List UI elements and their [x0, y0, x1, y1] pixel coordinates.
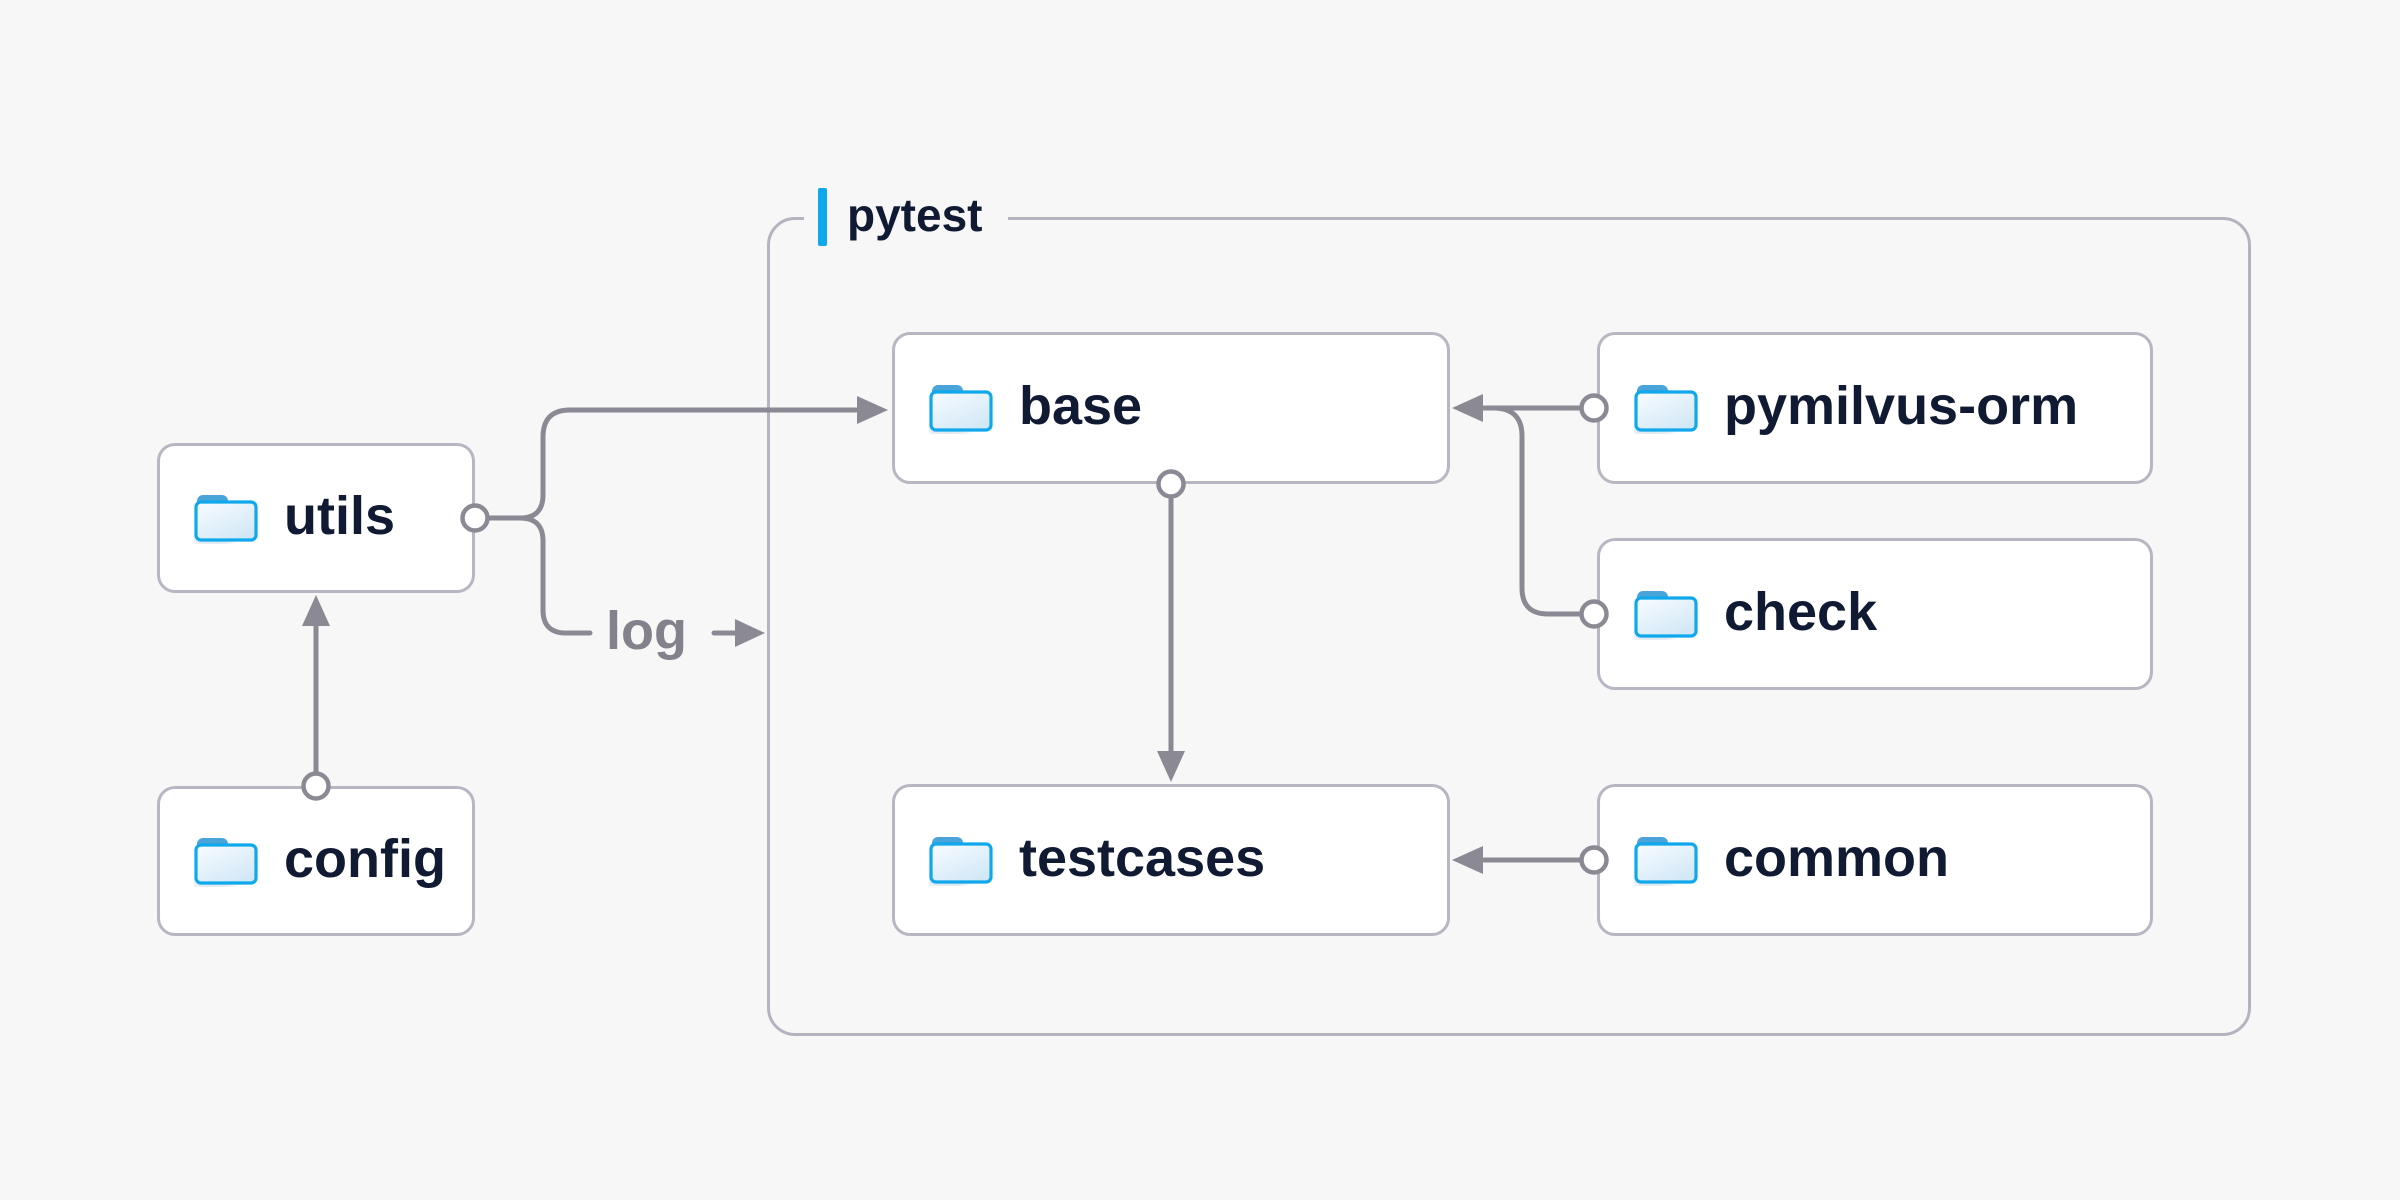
node-label: pymilvus-orm	[1724, 376, 2079, 436]
node-common: common	[1597, 784, 2153, 936]
pytest-group-title: pytest	[847, 189, 983, 241]
node-label: check	[1724, 582, 1878, 642]
folder-icon	[1634, 591, 1698, 640]
folder-icon	[1634, 385, 1698, 434]
folder-icon	[929, 837, 993, 886]
node-pymilvus-orm: pymilvus-orm	[1597, 332, 2153, 484]
node-label: common	[1724, 828, 1950, 888]
edge-label-log: log	[606, 600, 687, 661]
pytest-group	[767, 217, 2251, 1036]
node-label: config	[284, 829, 446, 889]
node-label: utils	[284, 486, 396, 546]
folder-icon	[194, 495, 258, 544]
node-label: testcases	[1019, 828, 1266, 888]
node-check: check	[1597, 538, 2153, 690]
edge-config-utils	[302, 595, 330, 775]
accent-bar-icon	[818, 188, 827, 246]
node-config: config	[157, 786, 475, 936]
folder-icon	[1634, 837, 1698, 886]
folder-icon	[929, 385, 993, 434]
edge-utils-log	[517, 515, 593, 636]
folder-icon	[194, 838, 258, 887]
pytest-group-label: pytest	[804, 184, 1009, 250]
edge-log-arrow	[711, 619, 765, 647]
node-testcases: testcases	[892, 784, 1450, 936]
node-utils: utils	[157, 443, 475, 593]
node-base: base	[892, 332, 1450, 484]
node-label: base	[1019, 376, 1143, 436]
